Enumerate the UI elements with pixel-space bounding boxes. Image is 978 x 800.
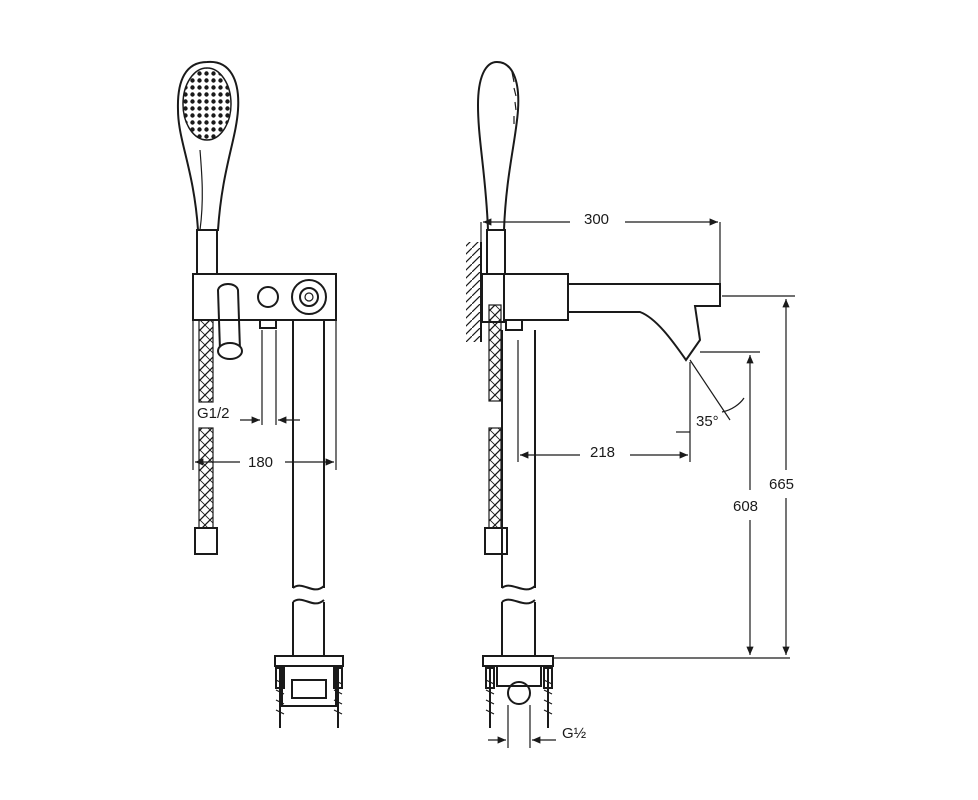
side-floor-fixing bbox=[482, 655, 554, 728]
hand-shower bbox=[176, 60, 240, 275]
hose-side-connector bbox=[484, 527, 508, 555]
label-218: 218 bbox=[590, 444, 615, 461]
dimension-g1-2: G1/2 bbox=[197, 330, 300, 425]
label-608: 608 bbox=[733, 498, 758, 515]
side-column bbox=[501, 330, 536, 656]
hose-lower bbox=[198, 427, 214, 529]
side-view: G½ 300 218 35° 608 bbox=[466, 60, 795, 748]
wall-hatch bbox=[466, 242, 480, 342]
hose-connector bbox=[194, 527, 218, 555]
front-view: G1/2 180 bbox=[176, 60, 344, 728]
front-floor-fixing bbox=[274, 655, 344, 728]
side-body-spout bbox=[481, 273, 721, 362]
control-body bbox=[192, 273, 337, 360]
dimension-665: 665 bbox=[722, 295, 795, 655]
dimension-300: 300 bbox=[480, 211, 721, 284]
hose-side-lower bbox=[488, 427, 502, 529]
front-column bbox=[292, 320, 325, 656]
label-35-degrees: 35° bbox=[696, 413, 719, 430]
label-inlet: G½ bbox=[562, 725, 587, 742]
label-300: 300 bbox=[584, 211, 609, 228]
dimension-180: 180 bbox=[192, 320, 337, 471]
hand-shower-side bbox=[476, 60, 520, 275]
hose-upper bbox=[198, 319, 214, 403]
label-180: 180 bbox=[248, 454, 273, 471]
dimension-angle: 35° bbox=[676, 359, 745, 433]
label-665: 665 bbox=[769, 476, 794, 493]
label-g1-2: G1/2 bbox=[197, 405, 230, 422]
dimension-inlet: G½ bbox=[488, 705, 587, 748]
dimension-218: 218 bbox=[517, 340, 691, 462]
hose-side-upper bbox=[488, 304, 502, 402]
dimension-608: 608 bbox=[553, 351, 790, 659]
